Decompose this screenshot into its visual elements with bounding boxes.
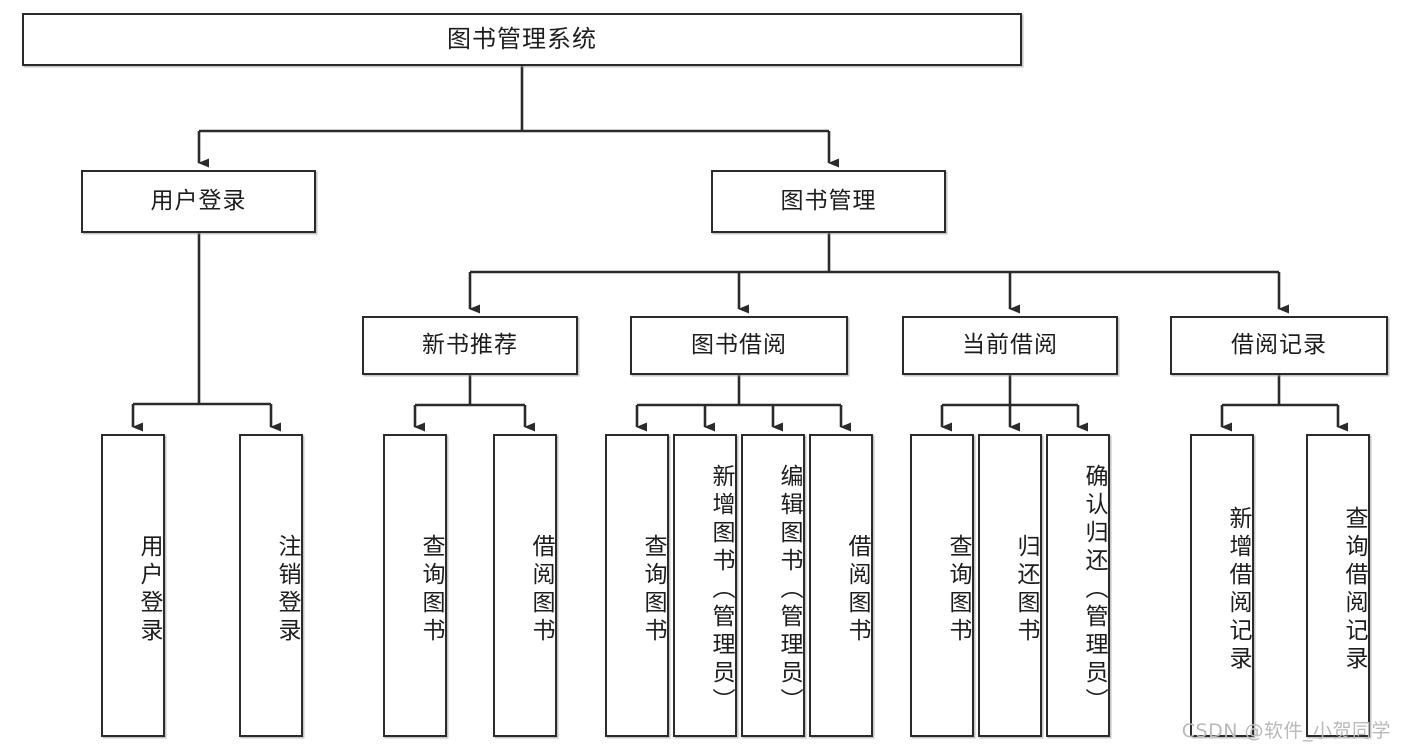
node-borrow-record[interactable]: 借阅记录: [1170, 316, 1388, 375]
leaf-record-query-borrow-record[interactable]: 查询借阅记录: [1306, 434, 1370, 737]
node-root-book-management-system[interactable]: 图书管理系统: [22, 13, 1022, 66]
node-book-borrow[interactable]: 图书借阅: [630, 316, 848, 375]
leaf-borrow-query-book[interactable]: 查询图书: [605, 434, 669, 737]
leaf-current-return-book[interactable]: 归还图书: [978, 434, 1042, 737]
node-current-borrow[interactable]: 当前借阅: [902, 316, 1118, 375]
csdn-watermark: CSDN @软件_小贺同学: [1181, 720, 1391, 742]
leaf-borrow-borrow-book[interactable]: 借阅图书: [809, 434, 873, 737]
node-user-login[interactable]: 用户登录: [81, 170, 316, 233]
leaf-borrow-edit-book-admin[interactable]: 编辑图书（管理员）: [741, 434, 805, 737]
leaf-borrow-add-book-admin[interactable]: 新增图书（管理员）: [673, 434, 737, 737]
leaf-recommend-query-book[interactable]: 查询图书: [383, 434, 447, 737]
node-book-management[interactable]: 图书管理: [711, 170, 946, 233]
leaf-current-confirm-return-admin[interactable]: 确认归还（管理员）: [1046, 434, 1110, 737]
leaf-user-login[interactable]: 用户登录: [101, 434, 165, 737]
node-new-book-recommend[interactable]: 新书推荐: [362, 316, 578, 375]
leaf-recommend-borrow-book[interactable]: 借阅图书: [493, 434, 557, 737]
leaf-user-logout[interactable]: 注销登录: [239, 434, 303, 737]
leaf-current-query-book[interactable]: 查询图书: [910, 434, 974, 737]
leaf-record-add-borrow-record[interactable]: 新增借阅记录: [1190, 434, 1254, 737]
